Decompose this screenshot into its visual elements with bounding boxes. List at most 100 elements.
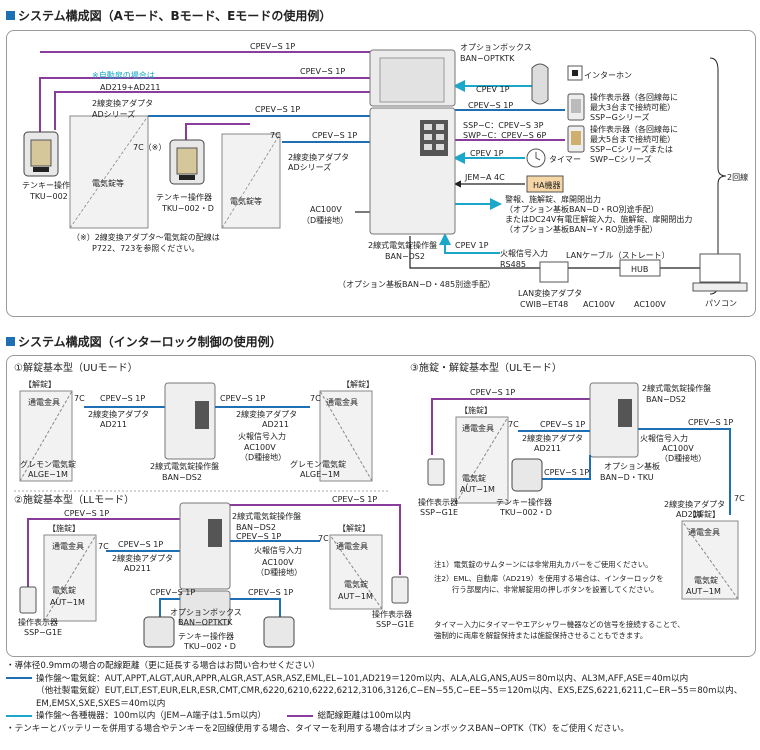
interphone-icon	[531, 63, 583, 105]
ll-lock-left: 電気錠	[52, 585, 76, 595]
label-sel-3: SSP−Gシリーズ	[590, 112, 649, 122]
label-ad-series-right: ADシリーズ	[288, 162, 331, 172]
ul-note3b: 強制的に両扉を解錠保持または施錠保持させることもできます。	[434, 631, 647, 640]
ll-tsuden-right: 通電金具	[336, 541, 368, 551]
label-cpev-1: CPEV−S 1P	[250, 42, 295, 51]
label-cpev1-b: CPEV 1P	[470, 149, 504, 158]
label-sec-4: SWP−Cシリーズ	[590, 154, 652, 164]
label-two-lines: 2回線	[727, 172, 748, 182]
ul-sel: 操作表示器	[418, 497, 458, 507]
ul-sel-model: SSP−G1E	[420, 508, 458, 517]
section-marker-icon	[6, 11, 15, 20]
ll-cpev-b: CPEV−S 1P	[118, 540, 163, 549]
label-rs485: RS485	[500, 260, 526, 269]
ul-7c-left: 7C	[508, 420, 519, 429]
door-left-icon	[69, 115, 149, 229]
ll-aut-left: AUT−1M	[50, 598, 85, 607]
ll-sel-right-model: SSP−G1E	[376, 620, 414, 629]
ul-ad211-left: AD211	[534, 444, 561, 453]
ul-sel-icon	[427, 458, 445, 486]
label-pc: パソコン	[705, 299, 737, 308]
uu-tsuden-right: 通電金具	[326, 397, 358, 407]
label-sec-3: SSP−Cシリーズまたは	[590, 144, 673, 154]
uu-ad211-right: AD211	[262, 420, 289, 429]
ul-cpev-b: CPEV−S 1P	[540, 420, 585, 429]
ll-cpev-a: CPEV−S 1P	[64, 509, 109, 518]
ul-tenkey: テンキー操作器	[496, 497, 552, 507]
uu-fire: 火報信号入力	[238, 431, 286, 441]
label-jido2: AD219+AD211	[100, 83, 161, 92]
uu-cpev-left: CPEV−S 1P	[100, 394, 145, 403]
label-cpev-s1-b: CPEV−S 1P	[468, 101, 513, 110]
wiring-notes: ・導体径0.9mmの場合の配線距離（更に延長する場合はお問い合わせください） 操…	[6, 660, 756, 736]
wire-fire	[439, 233, 500, 254]
label-lan: LANケーブル（ストレート）	[566, 250, 670, 260]
label-foot2: P722、723を参照ください。	[92, 243, 199, 253]
ll-ac: AC100V	[262, 558, 294, 567]
ul-lock-right: 電気錠	[694, 575, 718, 585]
ul-note3a: タイマー入力にタイマーやエアシャワー機器などの信号を接続することで、	[434, 620, 684, 629]
label-timer: タイマー	[549, 155, 581, 164]
label-jema: JEM−A 4C	[464, 173, 505, 182]
ll-tenkey-right-icon	[263, 616, 295, 648]
uu-cpev-right: CPEV−S 1P	[220, 394, 265, 403]
ll-sel-left: 操作表示器	[18, 617, 58, 627]
uu-panel-icon	[164, 382, 216, 460]
ul-tenkey-model: TKU−002・D	[499, 508, 552, 517]
note-option-box: ・テンキーとバッテリーを併用する場合やテンキーを2回線使用する場合、タイマーを利…	[6, 723, 629, 734]
ul-lock-left: 電気錠	[462, 473, 486, 483]
label-7c-note: 7C（※）	[133, 143, 166, 152]
label-interphone: インターホン	[584, 71, 632, 80]
label-cpev-2: CPEV−S 1P	[300, 67, 345, 76]
label-tenkey-mid: テンキー操作器	[156, 192, 212, 202]
lan-adapter-icon	[539, 261, 569, 283]
label-out-1: 警報、施解錠、扉開閉出力	[505, 194, 601, 204]
label-sec-1: 操作表示器（各回線毎に	[590, 124, 678, 134]
ul-panel-model: BAN−DS2	[646, 395, 686, 404]
uu-gremon-left: グレモン電気錠	[20, 459, 76, 469]
uu-7c-right: 7C	[310, 394, 321, 403]
tenkey-left-icon	[23, 131, 59, 177]
label-option-box: オプションボックス	[460, 43, 532, 52]
uu-alge-right: ALGE−1M	[300, 470, 340, 479]
uu-adapter-right: 2線変換アダプタ	[236, 409, 297, 419]
section-title-interlock: システム構成図（インターロック制御の使用例）	[6, 333, 282, 350]
uu-ground: （D種接地）	[240, 452, 286, 462]
system-diagram-modes: テンキー操作器 TKU−002・D 電気錠等 テンキー操作器 TKU−002・D…	[22, 42, 748, 309]
ul-panel: 2線式電気錠操作盤	[642, 383, 711, 393]
ul-adapter-right: 2線変換アダプタ	[664, 499, 725, 509]
label-out-3: またはDC24V有電圧解錠入力、施解錠、扉開閉出力	[505, 214, 692, 224]
ll-7c-left: 7C	[98, 542, 109, 551]
label-cpev1-fire: CPEV 1P	[455, 241, 489, 250]
uu-alge-left: ALGE−1M	[28, 470, 68, 479]
legend-blue-line	[6, 677, 32, 680]
ssp-g-icon	[567, 93, 585, 121]
label-lan-model: CWIB−ET48	[520, 300, 568, 309]
label-ac100: AC100V	[310, 205, 342, 214]
system-diagram-interlock: ①解錠基本型（UUモード） 【解錠】 通電金具 7C グレモン電気錠 ALGE−…	[14, 361, 745, 651]
wire-purple-tenkey	[54, 91, 370, 130]
timer-icon	[526, 148, 546, 168]
label-foot1: （※）2線変換アダプタ〜電気錠の配線は	[72, 232, 220, 242]
label-adapter-right: 2線変換アダプタ	[288, 152, 349, 162]
label-swp-c: SWP−C：CPEV−S 6P	[463, 131, 546, 140]
label-7c: 7C	[270, 131, 281, 140]
uu-kaijo-right: 【解錠】	[342, 379, 374, 389]
ul-note2a: 注2）EML、自動扉（AD219）を使用する場合は、インターロックを	[434, 574, 664, 583]
ssp-c-icon	[567, 125, 585, 153]
ll-7c-right: 7C	[318, 534, 329, 543]
ll-cpev-e: CPEV−S 1P	[150, 588, 195, 597]
label-panel-model: BAN−DS2	[385, 252, 425, 261]
uu-panel: 2線式電気錠操作盤	[150, 461, 219, 471]
tenkey-mid-icon	[169, 139, 205, 185]
label-tenkey-left-model: TKU−002・D	[29, 192, 82, 201]
ll-lock-right: 電気錠	[344, 579, 368, 589]
ll-aut-right: AUT−1M	[338, 592, 373, 601]
ll-cpev-c: CPEV−S 1P	[236, 532, 281, 541]
label-cpev-3: CPEV−S 1P	[255, 105, 300, 114]
ll-tenkey-model: TKU−002・D	[183, 642, 236, 651]
uu-ad211-left: AD211	[100, 420, 127, 429]
legend-cyan-line	[6, 714, 32, 717]
ll-tenkey: テンキー操作器	[178, 631, 234, 641]
wire-purple-mid	[185, 123, 250, 140]
